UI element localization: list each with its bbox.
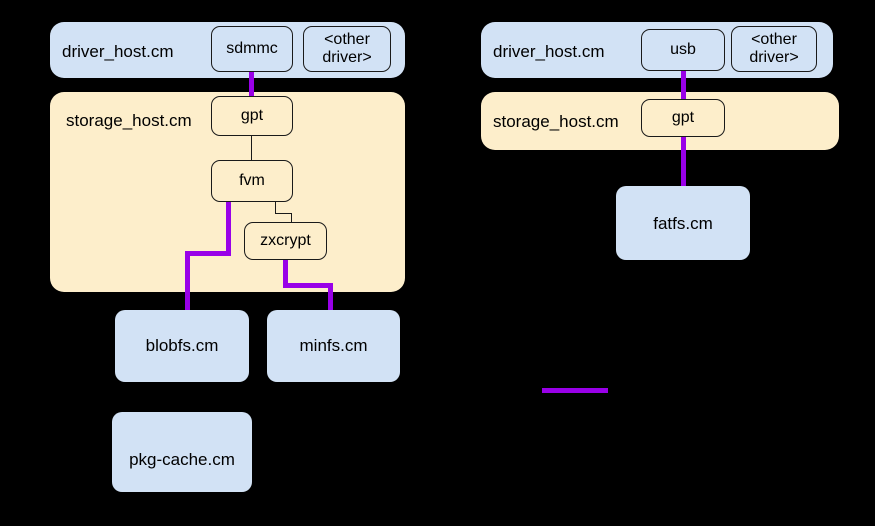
card-fatfs[interactable]: fatfs.cm [616, 186, 750, 260]
connection-zxcrypt-to-minfs-seg2 [283, 283, 333, 288]
node-other-driver-right[interactable]: <other driver> [731, 26, 817, 72]
connection-usb-to-gpt [681, 70, 686, 100]
right-storage-host-label: storage_host.cm [493, 112, 619, 131]
node-other-driver-left[interactable]: <other driver> [303, 26, 391, 72]
connection-fvm-to-blobfs-seg3 [185, 251, 190, 313]
connection-gpt-to-fvm [251, 136, 253, 160]
connection-fvm-to-blobfs-seg2 [185, 251, 231, 256]
connection-gpt-to-fatfs [681, 136, 686, 188]
node-zxcrypt[interactable]: zxcrypt [244, 222, 327, 260]
connection-fvm-to-zxcrypt-seg3 [291, 213, 293, 223]
node-gpt-left[interactable]: gpt [211, 96, 293, 136]
left-storage-host-label: storage_host.cm [66, 111, 192, 130]
legend-connection-line [542, 388, 608, 393]
left-driver-host-label: driver_host.cm [62, 42, 174, 61]
connection-zxcrypt-to-minfs-seg3 [328, 283, 333, 313]
node-sdmmc[interactable]: sdmmc [211, 26, 293, 72]
card-pkg-cache[interactable]: pkg-cache.cm [112, 412, 252, 492]
connection-fvm-to-zxcrypt-seg2 [275, 213, 292, 215]
connection-sdmmc-to-gpt [249, 70, 254, 98]
connection-zxcrypt-to-minfs-seg1 [283, 258, 288, 288]
node-fvm[interactable]: fvm [211, 160, 293, 202]
node-gpt-right[interactable]: gpt [641, 99, 725, 137]
card-minfs[interactable]: minfs.cm [267, 310, 400, 382]
connection-fvm-to-zxcrypt-seg1 [275, 202, 277, 214]
connection-fvm-to-blobfs-seg1 [226, 200, 231, 256]
node-usb[interactable]: usb [641, 29, 725, 71]
card-blobfs[interactable]: blobfs.cm [115, 310, 249, 382]
right-driver-host-label: driver_host.cm [493, 42, 605, 61]
